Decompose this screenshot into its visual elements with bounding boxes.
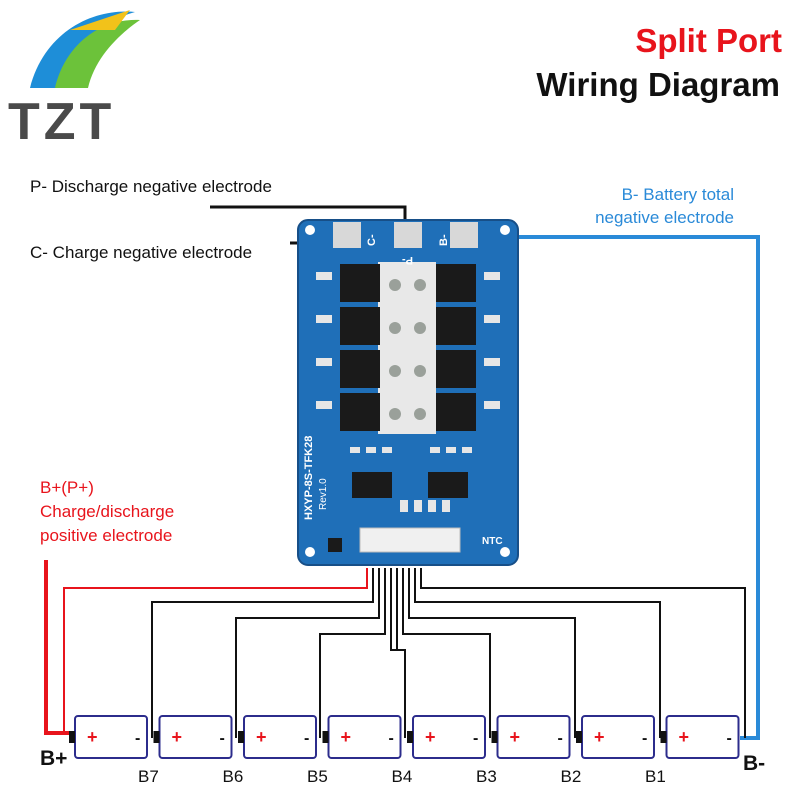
board-ntc: NTC [482,536,503,547]
board-pad-c-label: C- [366,234,378,246]
b-plus-label-line2: Charge/discharge [40,502,175,521]
battery-cell: +- [660,715,740,759]
cell-plus-sign: + [87,727,98,747]
cell-tap-label: B3 [476,767,497,786]
battery-cell: +- [576,715,655,759]
logo-text: TZT [8,93,116,151]
b-plus-wire [44,560,368,735]
cell-minus-sign: - [389,730,394,747]
cell-minus-sign: - [642,730,647,747]
cell-plus-sign: + [510,727,521,747]
balance-wires [151,568,746,738]
c-minus-label: C- Charge negative electrode [30,243,253,262]
board-pad-p-label: P- [402,254,413,266]
battery-cell: +- [69,715,148,759]
cell-minus-sign: - [558,730,563,747]
cell-minus-sign: - [727,730,732,747]
title-line1: Split Port [635,22,782,59]
b-minus-wire [460,235,760,740]
board-pad-b-label: B- [438,234,450,246]
b-minus-pad [450,222,478,248]
cell-plus-sign: + [679,727,690,747]
board-rev: Rev1.0 [318,478,329,510]
cell-plus-sign: + [256,727,267,747]
battery-cell: +- [322,715,402,759]
cell-minus-sign: - [220,730,225,747]
title-line2: Wiring Diagram [536,66,780,103]
board-model: HXYP-8S-TFK28 [303,435,315,520]
cell-plus-sign: + [425,727,436,747]
cell-tap-label: B4 [391,767,413,786]
battery-cell: +- [491,715,571,759]
cell-tap-label: B1 [645,767,666,786]
bms-board [297,219,519,566]
cell-tap-label: B2 [560,767,582,786]
p-minus-pad [394,222,422,248]
b-minus-label: B- Battery total negative electrode [595,183,734,229]
cell-tap-label: B6 [222,767,244,786]
cell-minus-sign: - [473,730,478,747]
cell-plus-sign: + [172,727,183,747]
battery-cells: +-+-+-+-+-+-+-+- [69,715,740,759]
b-plus-label-line3: positive electrode [40,526,173,545]
battery-cell: +- [153,715,233,759]
cell-minus-sign: - [135,730,140,747]
b-plus-terminal: B+ [40,747,68,770]
b-minus-label-line1: B- Battery total [621,185,734,204]
b-plus-label: B+(P+) Charge/discharge positive electro… [40,476,174,548]
cell-plus-sign: + [594,727,605,747]
p-minus-label: P- Discharge negative electrode [30,177,272,196]
cell-minus-sign: - [304,730,309,747]
cell-plus-sign: + [341,727,352,747]
cell-tap-label: B7 [138,767,159,786]
b-minus-terminal: B- [743,752,766,775]
b-minus-label-line2: negative electrode [595,208,734,227]
tzt-logo-icon [30,10,140,88]
b-plus-label-line1: B+(P+) [40,478,94,497]
battery-cell: +- [238,715,317,759]
cell-tap-label: B5 [307,767,328,786]
c-minus-pad [333,222,361,248]
battery-cell: +- [407,715,486,759]
